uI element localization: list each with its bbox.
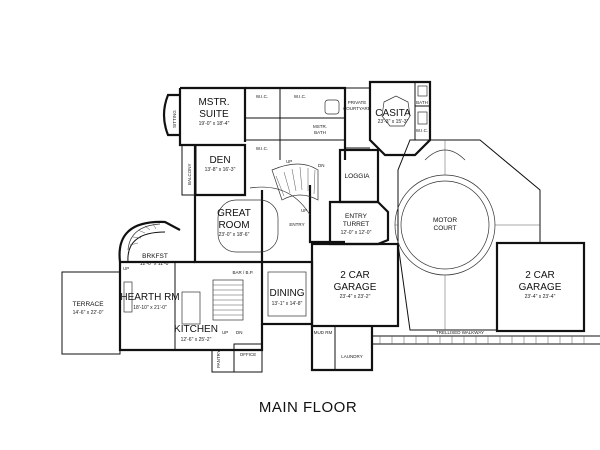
- mstr-suite-name: MSTR.: [198, 97, 229, 108]
- entry-turret-name2: TURRET: [343, 221, 369, 228]
- casita-dim: 23'-3" x 15'-3": [378, 119, 409, 125]
- wic-label-1: W.I.C.: [256, 94, 268, 99]
- motor-court-fountain: [424, 149, 466, 161]
- motor-court-inner-circle: [400, 180, 490, 270]
- motor-court: [394, 139, 541, 331]
- plan-title: MAIN FLOOR: [259, 399, 357, 416]
- mud-rm-label: MUD RM: [314, 330, 333, 335]
- dining-dim: 13'-1" x 14'-8": [272, 301, 303, 307]
- casita-toilet: [417, 85, 428, 97]
- den-wall: [196, 143, 247, 197]
- sitting-label: SITTING: [172, 110, 177, 128]
- den-dim: 13'-8" x 16'-3": [205, 167, 236, 173]
- garage-2-name: 2 CAR: [525, 270, 554, 281]
- up-label-4: UP: [123, 266, 129, 271]
- private-courtyard-label: PRIVATE: [348, 100, 367, 105]
- wic-label-2: W.I.C.: [256, 146, 268, 151]
- loggia-label: LOGGIA: [345, 173, 371, 180]
- mstr-bath-label2: BATH: [314, 130, 326, 135]
- casita-sink: [417, 111, 428, 125]
- casita-bath-label: BATH: [416, 100, 428, 105]
- balcony-rail: [181, 144, 197, 196]
- trellised-walkway-label: TRELLISED WALKWAY: [436, 330, 484, 335]
- pantry-label: PANTRY: [216, 350, 221, 368]
- terrace-dim: 14'-6" x 22'-0": [73, 310, 104, 316]
- casita-wall: [368, 80, 432, 157]
- kitchen-island: [181, 291, 201, 325]
- mstr-suite-name2: SUITE: [199, 109, 229, 120]
- fixtures: [123, 85, 428, 325]
- trellised-walkway: [372, 335, 600, 345]
- garage-1-dim: 23'-4" x 23'-2": [340, 294, 371, 300]
- stairs: [127, 163, 319, 321]
- dn-label-1: DN: [318, 163, 325, 168]
- wic-label-3: W.I.C.: [294, 94, 306, 99]
- garage-2-name2: GARAGE: [519, 282, 562, 293]
- bath-tub: [324, 99, 340, 115]
- kitchen-dim: 12'-6" x 25'-2": [181, 337, 212, 343]
- garage-1-wall: [310, 242, 400, 328]
- spiral-stair: [127, 223, 161, 251]
- dining-table: [267, 271, 307, 317]
- mstr-suite-dim: 19'-0" x 18'-4": [199, 121, 230, 127]
- brkfst-bay-inner: [127, 231, 166, 263]
- garage-2-dim: 23'-4" x 23'-4": [525, 294, 556, 300]
- garage-1-name: 2 CAR: [340, 270, 369, 281]
- dining-name: DINING: [270, 288, 305, 299]
- hearth-rm-name: HEARTH RM: [120, 292, 179, 303]
- bar-bp-label: BAR / B.P.: [233, 270, 254, 275]
- brkfst-dim: 12'-0" x 11'-0": [140, 261, 171, 267]
- hearth-rm-dim: 18'-10" x 21'-0": [133, 305, 167, 311]
- motor-court-outline: [397, 139, 541, 331]
- office-label: OFFICE: [240, 352, 257, 357]
- balcony-label: BALCONY: [187, 163, 192, 185]
- room-labels: MSTR. SUITE 19'-0" x 18'-4" DEN 13'-8" x…: [72, 97, 561, 343]
- brkfst-bay-wall: [118, 220, 181, 263]
- up-label-1: UP: [286, 159, 292, 164]
- up-label-2: UP: [301, 208, 307, 213]
- entry-turret-name: ENTRY: [345, 213, 368, 220]
- motor-court-name2: COURT: [434, 225, 457, 232]
- great-room-dim: 23'-0" x 18'-6": [219, 232, 250, 238]
- great-room-name: GREAT: [217, 208, 251, 219]
- entry-turret-dim: 12'-0" x 12'-0": [341, 230, 372, 236]
- sitting-bay-wall: [162, 93, 180, 137]
- great-room-rug: [217, 199, 279, 253]
- garage-1-name2: GARAGE: [334, 282, 377, 293]
- small-labels: SITTING BALCONY W.I.C. W.I.C. W.I.C. MST…: [123, 94, 484, 368]
- curved-stair: [271, 163, 319, 201]
- brkfst-name: BRKFST: [142, 253, 168, 260]
- dn-label-2: DN: [236, 330, 243, 335]
- laundry-label: LAUNDRY: [341, 354, 362, 359]
- casita-wic-label: W.I.C.: [416, 128, 428, 133]
- walls: [61, 80, 586, 373]
- up-label-3: UP: [222, 330, 228, 335]
- entry-wall: [308, 185, 345, 244]
- den-name: DEN: [209, 155, 230, 166]
- terrace-name: TERRACE: [72, 301, 104, 308]
- mstr-bath-label: MSTR.: [313, 124, 327, 129]
- kitchen-name: KITCHEN: [174, 324, 218, 335]
- casita-name: CASITA: [375, 108, 411, 119]
- fireplace: [123, 281, 133, 313]
- mud-laundry-wall: [310, 326, 374, 372]
- great-room-name2: ROOM: [218, 220, 249, 231]
- office-wall: [233, 343, 263, 373]
- private-courtyard-label2: COURTYARD: [343, 106, 372, 111]
- entry-label: ENTRY: [289, 222, 304, 227]
- motor-court-name: MOTOR: [433, 217, 457, 224]
- terrace-outline: [61, 271, 121, 355]
- great-room-arc: [249, 186, 311, 216]
- casita-table: [381, 95, 411, 127]
